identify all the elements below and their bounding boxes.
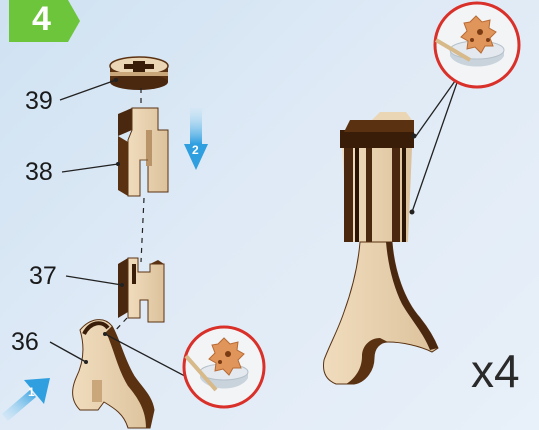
step-number: 4 (32, 2, 51, 36)
arrow-1 (2, 378, 50, 421)
part-36-leg (73, 320, 154, 428)
part-label-38: 38 (25, 160, 53, 185)
part-38-slotted-piece (118, 108, 168, 196)
arrow-1-label: 1 (28, 386, 35, 398)
quantity-label: x4 (471, 348, 520, 394)
arrow-2 (184, 108, 208, 170)
glue-callout-top (410, 3, 520, 215)
part-39-cap (110, 57, 168, 90)
assembled-leg (324, 112, 439, 384)
label-leaders (50, 80, 122, 362)
arrow-2-label: 2 (192, 144, 199, 156)
part-37-connector (118, 258, 164, 322)
part-label-37: 37 (29, 264, 57, 289)
part-label-36: 36 (11, 330, 39, 355)
part-label-39: 39 (25, 89, 53, 114)
